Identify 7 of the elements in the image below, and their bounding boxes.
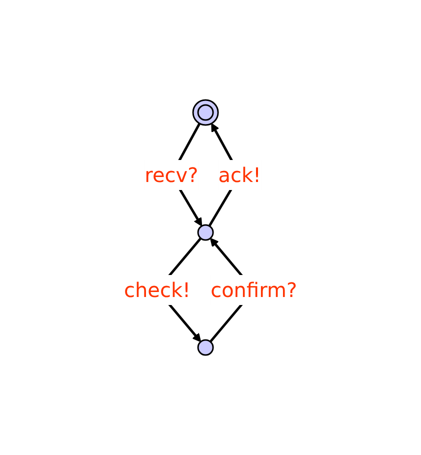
edge-label: confirm?	[210, 278, 298, 302]
node-circle	[192, 99, 219, 126]
edge-label: recv?	[144, 163, 198, 187]
edge-label: ack!	[218, 163, 262, 187]
edge-label: check!	[124, 278, 191, 302]
node-circle	[197, 224, 214, 241]
node-circle	[197, 339, 214, 356]
